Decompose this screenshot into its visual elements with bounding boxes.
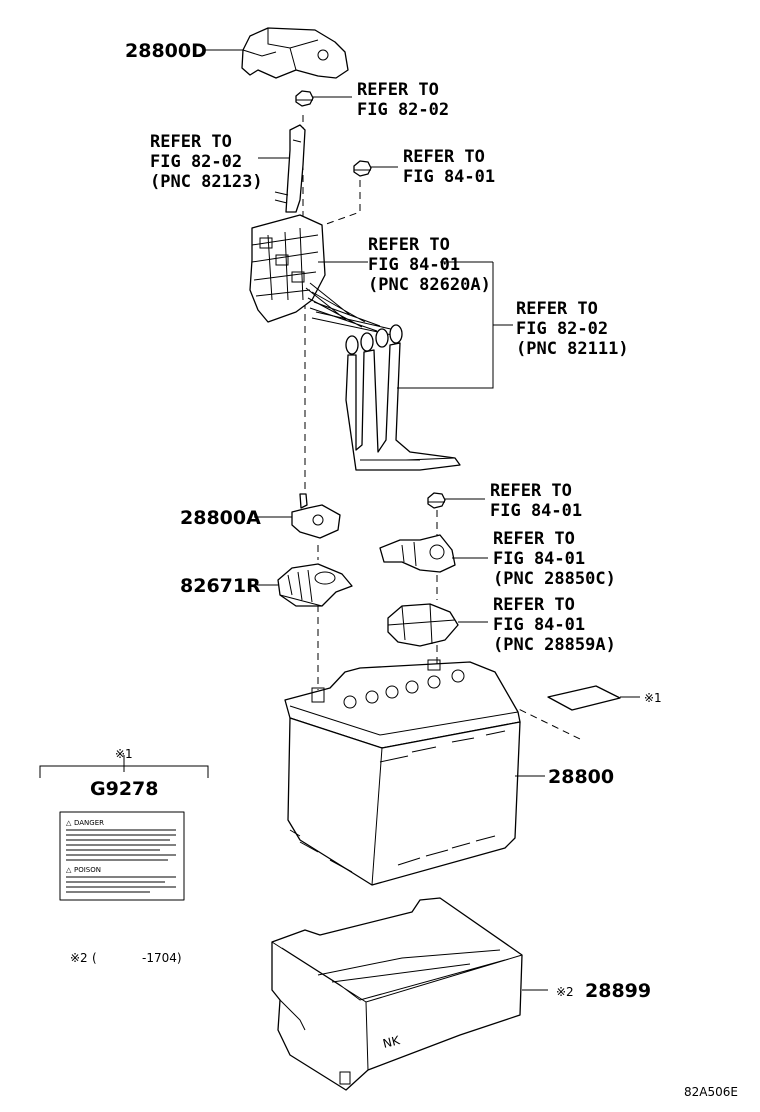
legend-mark: ※1 bbox=[115, 747, 133, 761]
part-number-28800d: 28800D bbox=[125, 40, 207, 62]
footnote-range: -1704) bbox=[142, 951, 182, 965]
ref-nut-neg-line1: REFER TO bbox=[490, 481, 572, 501]
ref-fuse-line2: FIG 84-01 bbox=[368, 255, 460, 275]
ref-cable-line1: REFER TO bbox=[150, 132, 232, 152]
figure-code: 82A506E bbox=[684, 1085, 738, 1099]
terminal-cover-part bbox=[291, 493, 341, 539]
ref-neg-cover-line2: FIG 84-01 bbox=[493, 615, 585, 635]
part-number-28800: 28800 bbox=[548, 766, 614, 788]
ref-fuse-line1: REFER TO bbox=[368, 235, 450, 255]
ref-nut-right-line1: REFER TO bbox=[403, 147, 485, 167]
battery-part bbox=[284, 659, 521, 886]
negative-nut-part bbox=[427, 492, 446, 509]
ref-nut-top-line1: REFER TO bbox=[357, 80, 439, 100]
leader-harness bbox=[397, 262, 494, 389]
ref-neg-terminal-line1: REFER TO bbox=[493, 529, 575, 549]
tray-mark: ※2 bbox=[556, 985, 574, 999]
legend-poison-text: POISON bbox=[74, 866, 101, 874]
battery-tray-part bbox=[271, 897, 523, 1091]
top-nut-part bbox=[295, 90, 314, 107]
ref-neg-cover-line3: (PNC 28859A) bbox=[493, 635, 616, 655]
footnote-mark: ※2 bbox=[70, 951, 88, 965]
part-number-82671r: 82671R bbox=[180, 575, 261, 597]
ref-cable-line2: FIG 82-02 bbox=[150, 152, 242, 172]
ref-harness-line2: FIG 82-02 bbox=[516, 319, 608, 339]
label-mark: ※1 bbox=[644, 691, 662, 705]
legend-poison-triangle-icon: △ bbox=[66, 866, 72, 874]
negative-cover-part bbox=[387, 603, 459, 647]
right-nut-part bbox=[353, 160, 372, 177]
positive-cable-part bbox=[274, 124, 306, 213]
legend-box bbox=[39, 755, 209, 901]
ref-neg-cover-line1: REFER TO bbox=[493, 595, 575, 615]
ref-harness-line1: REFER TO bbox=[516, 299, 598, 319]
legend-part-number: G9278 bbox=[90, 778, 158, 800]
tray-logo: NK bbox=[381, 1033, 402, 1051]
labels: 28800D REFER TO FIG 82-02 REFER TO FIG 8… bbox=[66, 40, 738, 1099]
top-terminal-cover-part bbox=[241, 27, 349, 79]
wire-harness-part bbox=[305, 282, 461, 471]
ref-harness-line3: (PNC 82111) bbox=[516, 339, 629, 359]
ref-nut-top-line2: FIG 82-02 bbox=[357, 100, 449, 120]
ref-nut-right-line2: FIG 84-01 bbox=[403, 167, 495, 187]
legend-danger-triangle-icon: △ bbox=[66, 819, 72, 827]
ref-neg-terminal-line2: FIG 84-01 bbox=[493, 549, 585, 569]
part-number-28800a: 28800A bbox=[180, 507, 261, 529]
fuse-block-part bbox=[249, 214, 326, 323]
ref-cable-line3: (PNC 82123) bbox=[150, 172, 263, 192]
part-number-28899: 28899 bbox=[585, 980, 651, 1002]
label-sticker-part bbox=[547, 685, 621, 711]
footnote-open: ( bbox=[92, 951, 97, 965]
legend-warning-lines bbox=[66, 829, 176, 893]
ref-nut-neg-line2: FIG 84-01 bbox=[490, 501, 582, 521]
negative-terminal-part bbox=[379, 534, 456, 573]
ref-neg-terminal-line3: (PNC 28850C) bbox=[493, 569, 616, 589]
clamp-part bbox=[277, 563, 353, 607]
ref-fuse-line3: (PNC 82620A) bbox=[368, 275, 491, 295]
legend-danger-text: DANGER bbox=[74, 819, 104, 827]
